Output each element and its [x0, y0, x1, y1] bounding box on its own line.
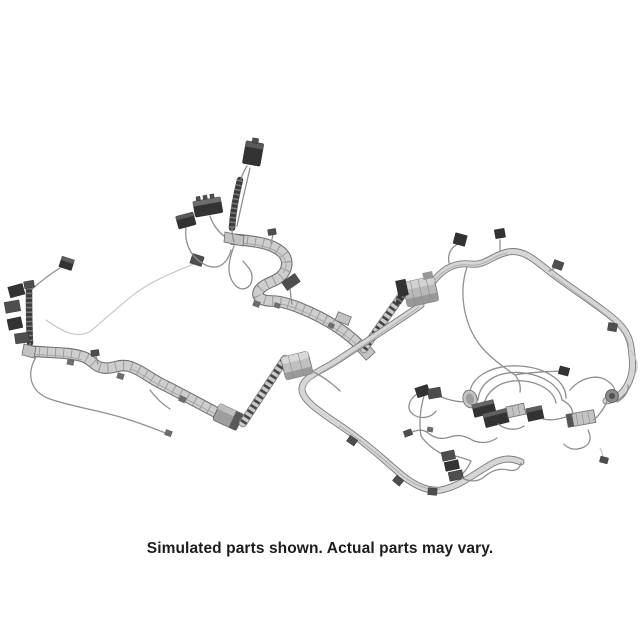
disclaimer-caption: Simulated parts shown. Actual parts may … — [146, 540, 494, 557]
top-connector — [242, 137, 264, 167]
channel-end-connector — [212, 403, 244, 431]
convoluted-tubes — [238, 283, 412, 428]
center-bracket-connector — [395, 271, 439, 308]
lower-loom-channel — [21, 343, 244, 438]
round-connector — [605, 389, 619, 403]
upper-loom-channel — [223, 228, 376, 361]
right-cluster — [402, 365, 629, 482]
small-connector — [175, 211, 197, 230]
main-lower-wire — [298, 301, 525, 496]
left-cluster — [3, 255, 75, 353]
saddle-connector — [280, 351, 341, 392]
top-branch-wires — [185, 167, 253, 290]
main-right-wire — [425, 227, 638, 405]
right-block-connector — [565, 409, 597, 428]
top-branch — [175, 137, 264, 243]
mid-connector — [192, 193, 223, 218]
